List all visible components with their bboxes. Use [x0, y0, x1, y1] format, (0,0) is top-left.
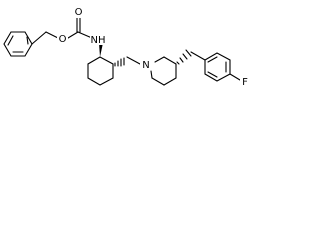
piperidine-hashed-wedge [176, 49, 192, 65]
benzyl-phenyl-ring [3, 31, 33, 57]
fluorine-label: F [242, 77, 248, 88]
carbonyl-nitrogen-bond [77, 31, 93, 39]
benzyl-ch2-bond [31, 31, 47, 45]
piperidine-bond-4 [163, 77, 177, 86]
cyclohexane-ring [87, 56, 114, 86]
ch2-linker-bond [126, 56, 141, 65]
hashed-wedge-bond [114, 57, 125, 67]
benzylic-bond [190, 51, 206, 61]
piperidine-nitrogen-label: N [142, 60, 149, 71]
ester-oxygen-label: O [59, 34, 67, 45]
carbonyl-oxygen-label: O [75, 7, 83, 18]
piperidine-bond-1 [154, 56, 165, 63]
fluorophenyl-ring [204, 52, 231, 82]
molecule-structure: O O NH N F [3, 6, 250, 88]
piperidine-bond-6 [150, 70, 153, 79]
ch2-oxygen-bond [45, 31, 59, 39]
nh-wedge-bond [99, 43, 103, 57]
piperidine-bond-5 [151, 77, 165, 86]
oxygen-carbonyl-bond [67, 31, 79, 39]
c-f-bond [229, 73, 241, 81]
amide-nitrogen-label: NH [91, 35, 106, 46]
piperidine-bond-2 [163, 56, 177, 65]
